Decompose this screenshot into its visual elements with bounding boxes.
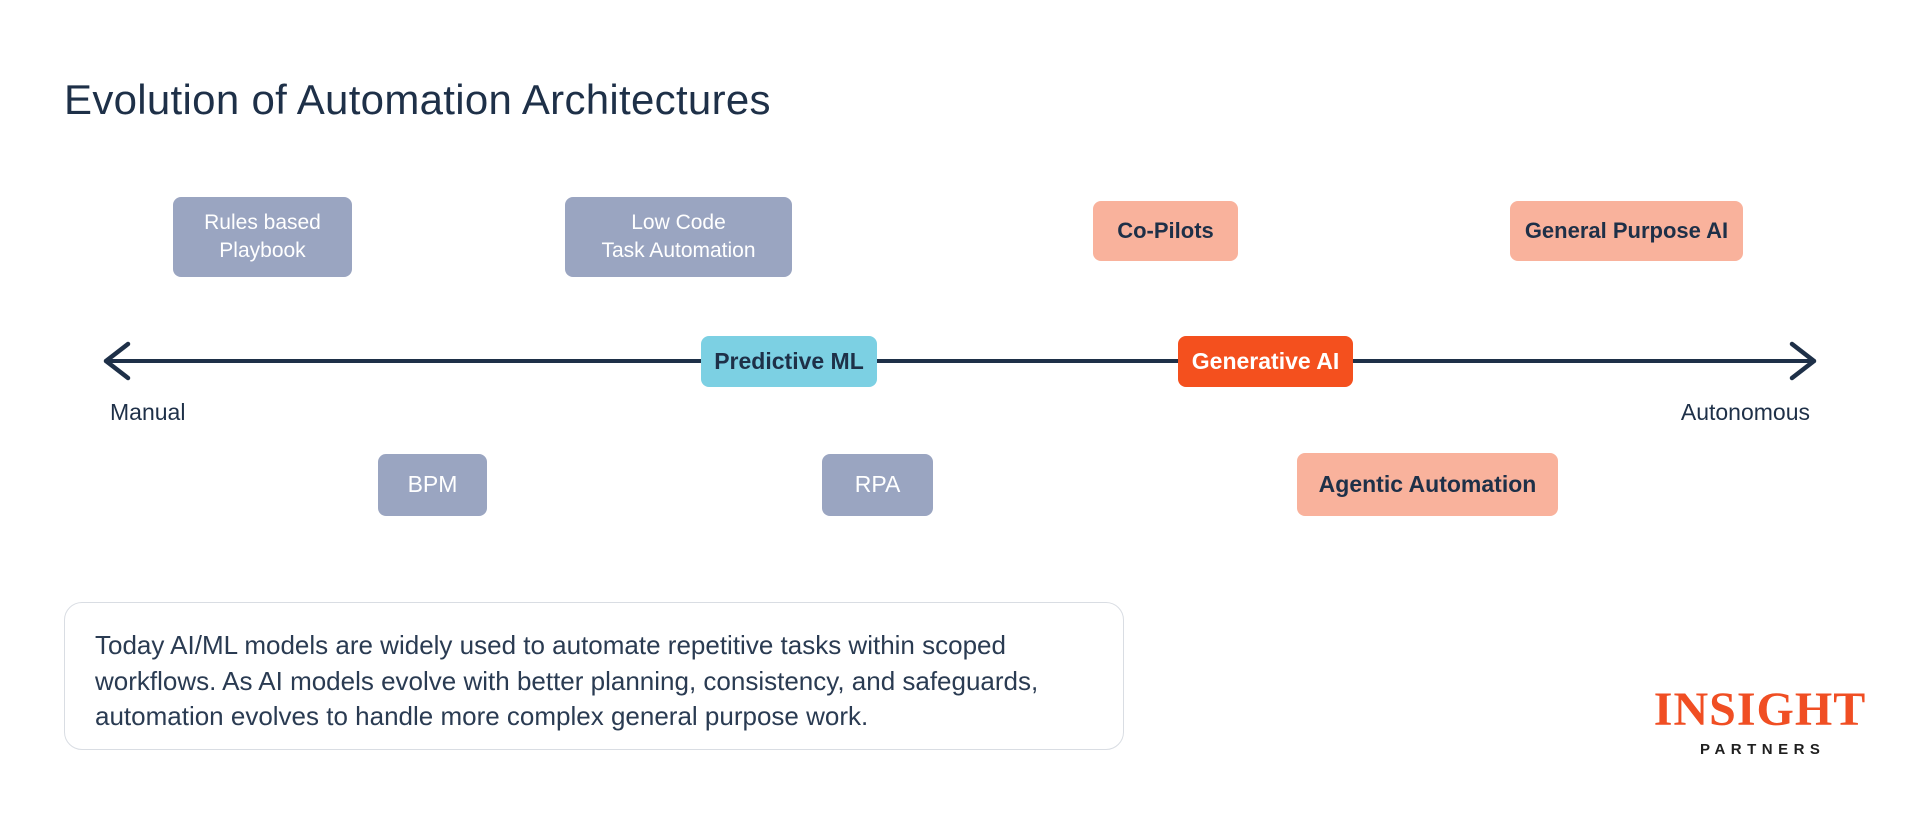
arrowhead-left-icon — [103, 341, 131, 381]
node-general-purpose-ai: General Purpose AI — [1510, 201, 1743, 261]
axis-label-manual: Manual — [110, 399, 186, 425]
node-generative-ai: Generative AI — [1178, 336, 1353, 387]
summary-note: Today AI/ML models are widely used to au… — [64, 602, 1124, 750]
logo-subtitle: PARTNERS — [1700, 741, 1826, 758]
node-rpa: RPA — [822, 454, 933, 516]
logo-wordmark: INSIGHT — [1653, 683, 1867, 736]
timeline-arrow — [103, 341, 1817, 381]
node-rules-based-playbook: Rules based Playbook — [173, 197, 352, 277]
node-predictive-ml: Predictive ML — [701, 336, 877, 387]
node-agentic-automation: Agentic Automation — [1297, 453, 1558, 516]
insight-partners-logo: INSIGHT PARTNERS — [1654, 686, 1865, 759]
node-co-pilots: Co-Pilots — [1093, 201, 1238, 261]
node-bpm: BPM — [378, 454, 487, 516]
page-title: Evolution of Automation Architectures — [64, 76, 771, 124]
node-low-code-task-automation: Low Code Task Automation — [565, 197, 792, 277]
arrowhead-right-icon — [1789, 341, 1817, 381]
axis-label-autonomous: Autonomous — [1680, 399, 1810, 425]
